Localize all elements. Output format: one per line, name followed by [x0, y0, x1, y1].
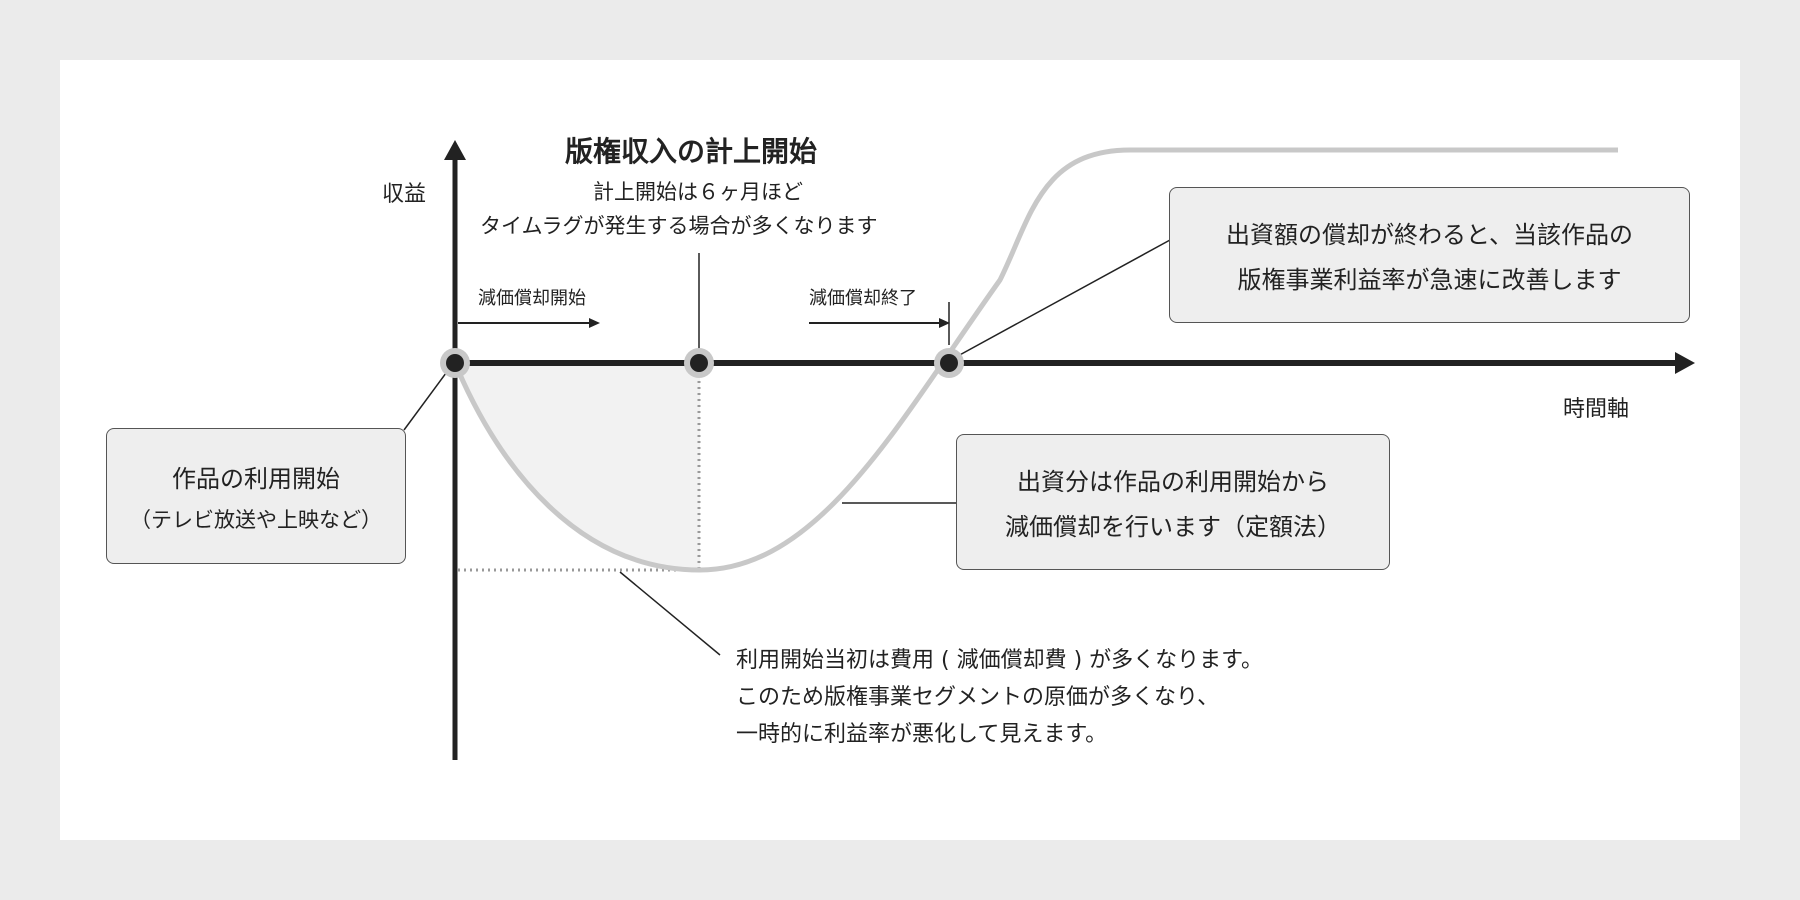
usage-start-leader-line — [403, 368, 450, 431]
y-axis-label: 収益 — [382, 182, 427, 207]
royalty-start-point — [684, 348, 714, 378]
depreciation-start-arrow-head — [589, 318, 600, 328]
investment-line2: 減価償却を行います（定額法） — [1005, 513, 1341, 541]
y-axis-arrow — [444, 140, 466, 160]
royalty-note-line1: 計上開始は６ヶ月ほど — [593, 180, 803, 204]
usage-start-subtitle: （テレビ放送や上映など） — [130, 507, 382, 532]
usage-start-title: 作品の利用開始 — [172, 464, 340, 493]
x-axis-label: 時間軸 — [1563, 397, 1630, 422]
investment-line1: 出資分は作品の利用開始から — [1017, 468, 1329, 496]
royalty-note-line2: タイムラグが発生する場合が多くなります — [480, 214, 878, 238]
investment-callout: 出資分は作品の利用開始から 減価償却を行います（定額法） — [956, 434, 1390, 570]
improvement-line1: 出資額の償却が終わると、当該作品の — [1225, 221, 1634, 249]
improvement-callout: 出資額の償却が終わると、当該作品の 版権事業利益率が急速に改善します — [1169, 187, 1690, 323]
improvement-line2: 版権事業利益率が急速に改善します — [1237, 266, 1622, 294]
initial-cost-note-line3: 一時的に利益率が悪化して見えます。 — [736, 722, 1108, 747]
depreciation-end-label: 減価償却終了 — [809, 288, 917, 309]
initial-cost-note-line1: 利用開始当初は費用 ( 減価償却費 ) が多くなります。 — [736, 648, 1263, 673]
depreciation-start-label: 減価償却開始 — [478, 288, 586, 309]
usage-start-point — [440, 348, 470, 378]
profit-curve — [452, 147, 1618, 573]
loss-shaded-area — [455, 363, 700, 570]
initial-cost-leader-line — [619, 571, 721, 656]
improvement-leader-line — [955, 239, 1171, 358]
usage-start-callout: 作品の利用開始 （テレビ放送や上映など） — [106, 428, 406, 564]
depreciation-end-point — [934, 348, 964, 378]
initial-cost-note-line2: このため版権事業セグメントの原価が多くなり、 — [736, 685, 1220, 710]
depreciation-end-arrow-head — [939, 318, 950, 328]
x-axis-arrow — [1675, 352, 1695, 374]
royalty-title: 版権収入の計上開始 — [565, 135, 818, 168]
